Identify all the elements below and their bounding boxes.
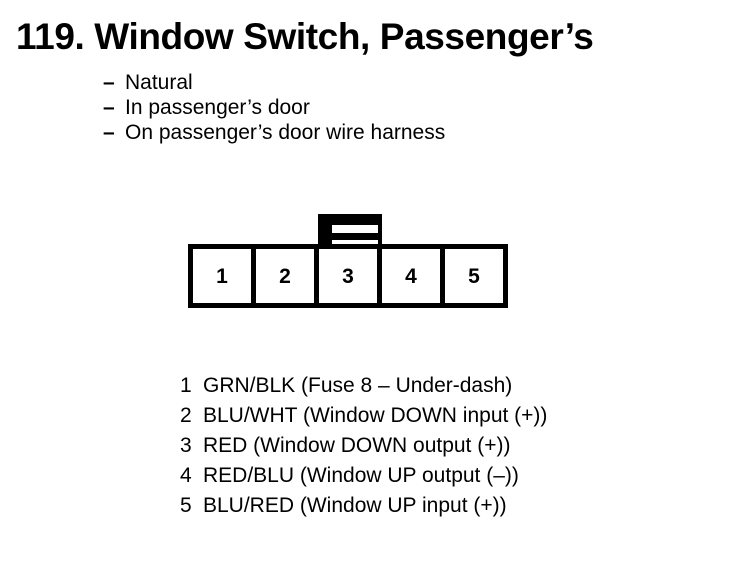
legend-pin-number: 5: [180, 494, 192, 517]
list-item: –On passenger’s door wire harness: [103, 120, 445, 145]
legend-pin-description: GRN/BLK (Fuse 8 – Under-dash): [203, 374, 513, 397]
legend-pin-number: 1: [180, 374, 192, 397]
dash-icon: –: [103, 96, 115, 119]
legend-row: 5 BLU/RED (Window UP input (+)): [180, 491, 547, 521]
latch-slot-upper: [332, 225, 378, 233]
legend-row: 2 BLU/WHT (Window DOWN input (+)): [180, 401, 547, 431]
list-item: –Natural: [103, 70, 445, 95]
legend-row: 3 RED (Window DOWN output (+)): [180, 431, 547, 461]
connector-pin-3: 3: [319, 249, 377, 303]
connector-pin-1: 1: [193, 249, 251, 303]
list-item-label: Natural: [125, 71, 193, 94]
page-title: 119. Window Switch, Passenger’s: [16, 16, 594, 57]
connector-shell: 1 2 3 4 5: [188, 244, 508, 308]
list-item-label: On passenger’s door wire harness: [125, 121, 446, 144]
list-item: –In passenger’s door: [103, 95, 445, 120]
legend-row: 4 RED/BLU (Window UP output (–)): [180, 461, 547, 491]
dash-icon: –: [103, 121, 115, 144]
connector-pin-4: 4: [382, 249, 440, 303]
description-list: –Natural –In passenger’s door –On passen…: [103, 70, 445, 145]
legend-pin-description: RED (Window DOWN output (+)): [203, 434, 511, 457]
dash-icon: –: [103, 71, 115, 94]
connector-pin-5: 5: [445, 249, 503, 303]
legend-pin-description: RED/BLU (Window UP output (–)): [203, 464, 519, 487]
legend-row: 1 GRN/BLK (Fuse 8 – Under-dash): [180, 371, 547, 401]
legend-pin-number: 3: [180, 434, 192, 457]
list-item-label: In passenger’s door: [125, 96, 310, 119]
connector-pin-2: 2: [256, 249, 314, 303]
legend-pin-number: 4: [180, 464, 192, 487]
legend-pin-description: BLU/RED (Window UP input (+)): [203, 494, 507, 517]
connector-diagram: 1 2 3 4 5: [188, 214, 508, 308]
legend-pin-description: BLU/WHT (Window DOWN input (+)): [203, 404, 548, 427]
legend-pin-number: 2: [180, 404, 192, 427]
pin-legend: 1 GRN/BLK (Fuse 8 – Under-dash) 2 BLU/WHT …: [180, 371, 547, 521]
